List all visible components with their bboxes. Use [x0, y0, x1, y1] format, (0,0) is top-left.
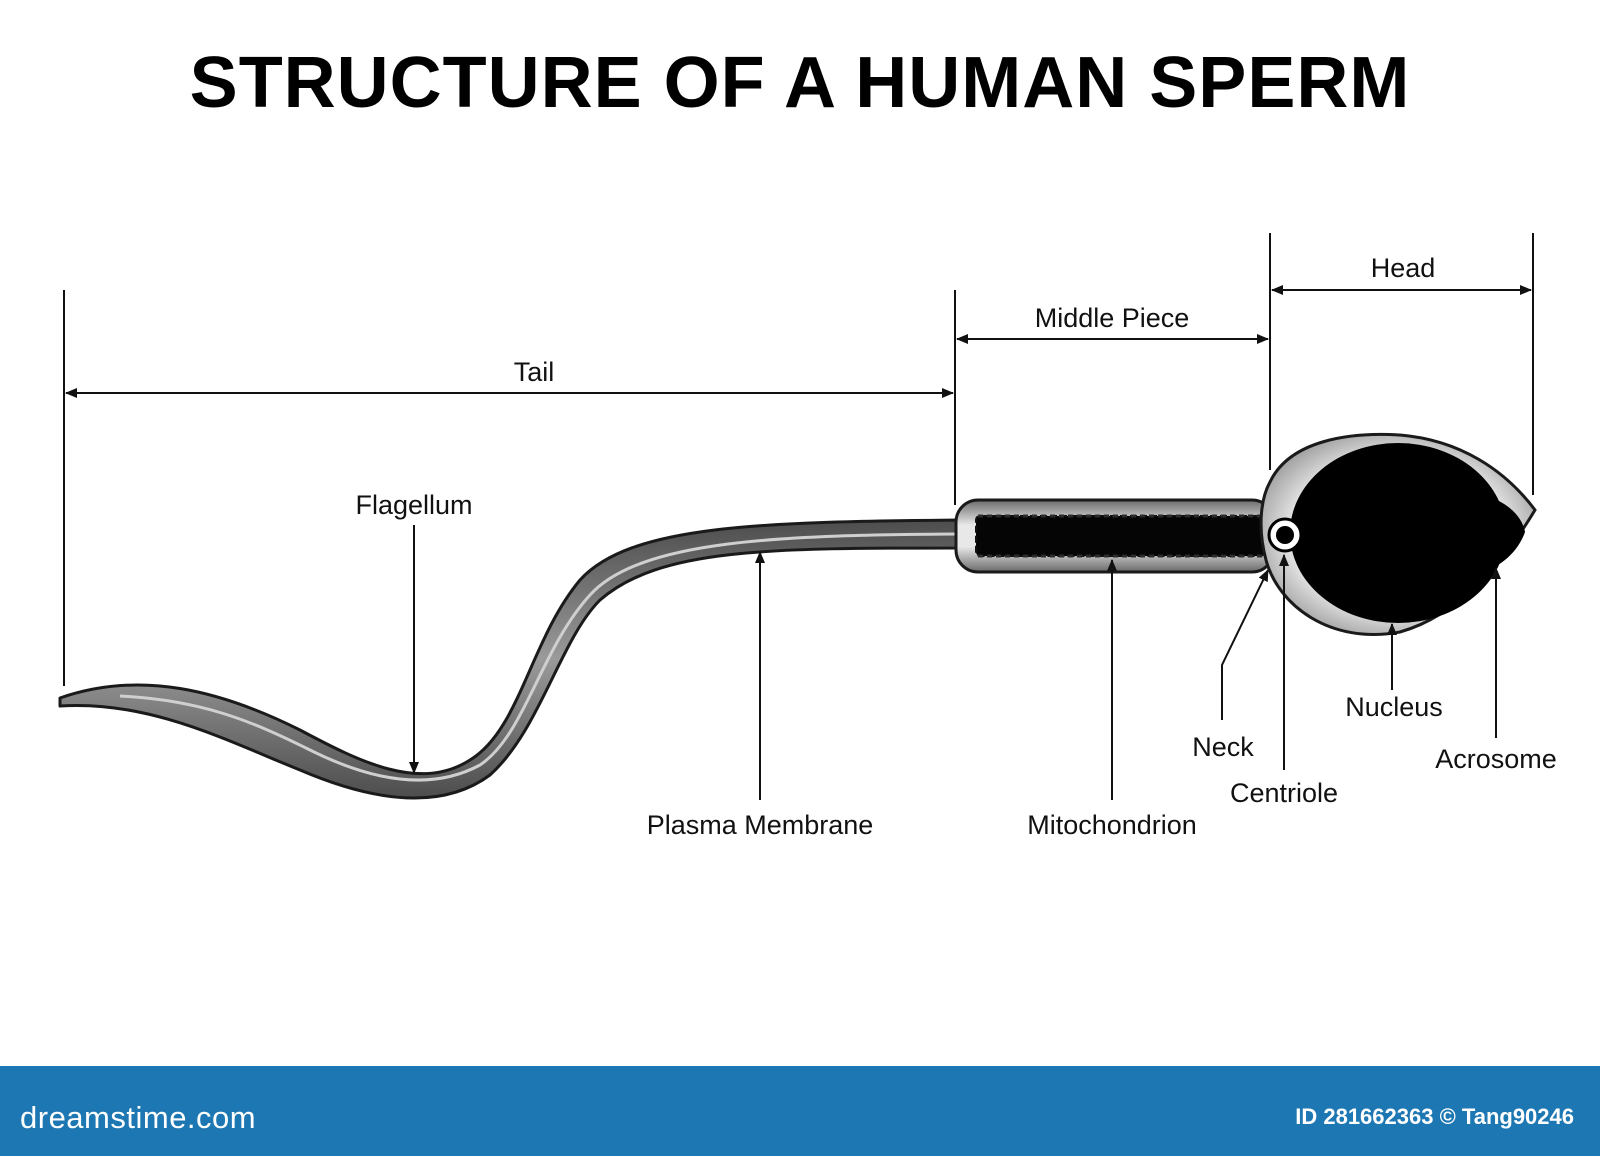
centriole-label: Centriole: [1230, 778, 1338, 808]
tail-label: Tail: [514, 357, 555, 387]
neck-pointer: [1221, 569, 1269, 720]
centriole-core: [1276, 526, 1294, 544]
acrosome-label: Acrosome: [1435, 744, 1557, 774]
mitochondrial-sheath: [975, 515, 1265, 557]
sperm-diagram: Tail Middle Piece Head Flagellum Plasma …: [58, 233, 1557, 840]
footer-brand-logo[interactable]: dreamstime.com: [20, 1100, 257, 1135]
flagellum-tail: [58, 518, 962, 800]
head-label: Head: [1371, 253, 1436, 283]
page-title: STRUCTURE OF A HUMAN SPERM: [189, 43, 1411, 123]
neck-label: Neck: [1192, 732, 1254, 762]
nucleus: [1290, 443, 1506, 623]
mitochondrion-label: Mitochondrion: [1027, 810, 1197, 840]
middle-piece-label: Middle Piece: [1035, 303, 1190, 333]
nucleus-label: Nucleus: [1345, 692, 1443, 722]
footer-bar: dreamstime.com ID 281662363 © Tang90246: [0, 1066, 1600, 1156]
footer-image-id: ID 281662363 © Tang90246: [1295, 1104, 1574, 1129]
acrosome: [1480, 494, 1525, 572]
plasma-membrane-label: Plasma Membrane: [647, 810, 874, 840]
flagellum-label: Flagellum: [355, 490, 472, 520]
flagellum-core-line: [119, 532, 961, 782]
